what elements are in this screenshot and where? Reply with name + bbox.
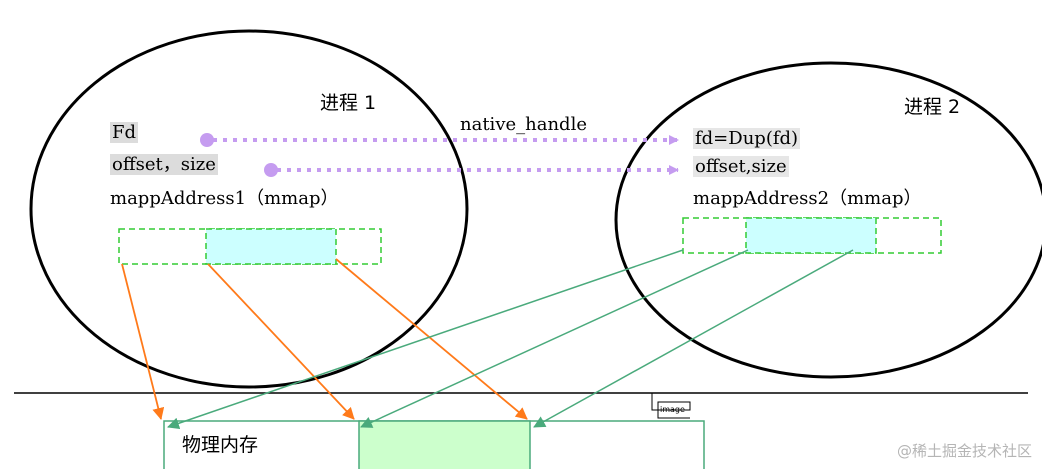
native-handle-label: native_handle [460,114,587,135]
process2-fd-label: fd=Dup(fd) [693,128,801,150]
offset-connector-start-dot [264,163,278,177]
process1-shared-region [205,228,337,265]
process2-ellipse [614,61,1042,379]
process1-offset-size-label: offset，size [110,154,218,176]
watermark: @稀土掘金技术社区 [896,442,1032,460]
image-placeholder-label: image [660,405,685,414]
physical-memory-shared-block [358,420,531,469]
process1-map-address-label: mappAddress1（mmap） [110,188,339,209]
p1-mapping-arrow-left [121,263,165,420]
process1-title: 进程 1 [320,92,377,114]
process1-ellipse [29,29,469,389]
p1-mapping-arrow-right [335,258,528,420]
p1-mapping-arrow-middle [207,263,355,420]
p2-mapping-arrow-middle [360,249,749,428]
process2-map-address-label: mappAddress2（mmap） [693,188,922,209]
p2-mapping-arrow-left [167,249,684,430]
p2-mapping-arrow-right [533,249,854,428]
physical-memory-label: 物理内存 [182,434,259,456]
process1-offset-size-text: offset，size [110,154,218,175]
fd-connector-start-dot [200,133,214,147]
process1-fd-label: Fd [110,122,139,144]
process1-fd-text: Fd [110,122,139,143]
process2-title: 进程 2 [904,96,961,118]
image-placeholder-frame [651,393,691,419]
process2-offset-size-label: offset,size [693,156,789,178]
process2-shared-region [745,217,877,254]
process2-offset-size-text: offset,size [693,156,789,177]
process2-fd-text: fd=Dup(fd) [693,128,801,149]
